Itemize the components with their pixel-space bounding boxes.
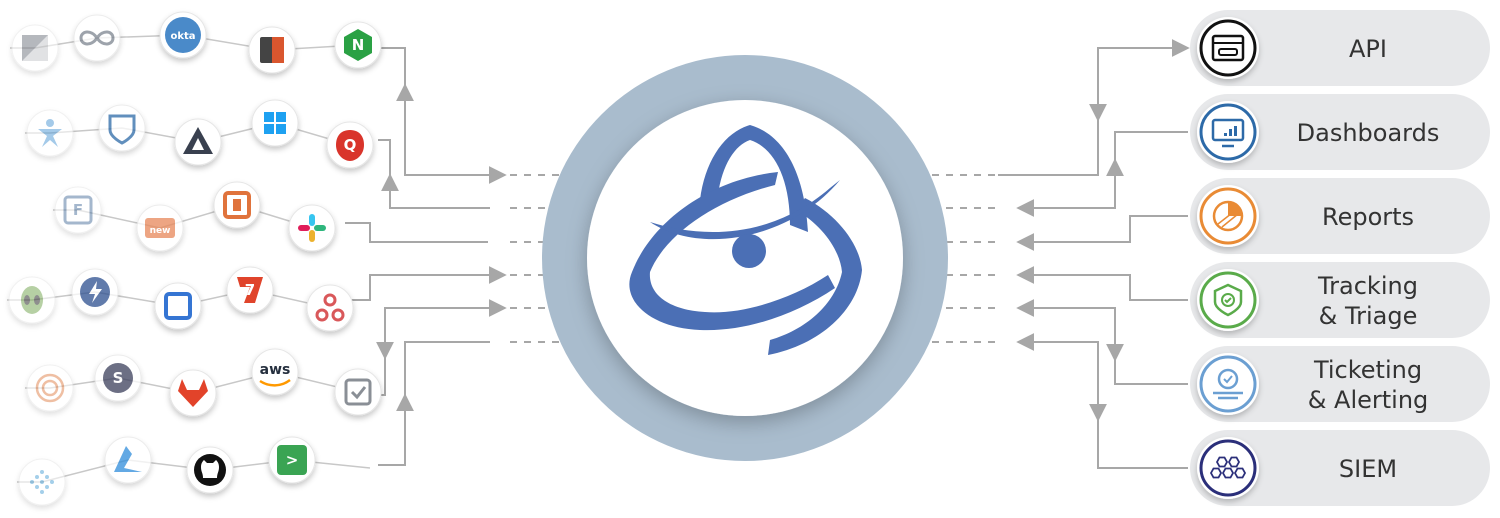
output-api-pill	[1190, 10, 1490, 86]
s-circle-icon: S	[94, 354, 142, 402]
github-icon	[186, 446, 234, 494]
aws-icon: aws	[251, 348, 299, 396]
output-dashboards-pill	[1190, 94, 1490, 170]
dots-diamond-icon	[18, 458, 66, 506]
lightning-bolt-icon	[71, 268, 119, 316]
output-ticketing-alerting-label-2: & Alerting	[1308, 386, 1429, 414]
qualys-icon-label: Q	[344, 136, 357, 154]
right-connector-5	[1016, 299, 1188, 385]
okta-icon: okta	[159, 11, 207, 59]
shield-app-icon	[98, 104, 146, 152]
output-api: API	[1190, 10, 1490, 86]
output-ticketing-alerting-pill	[1190, 346, 1490, 422]
ticket-check-icon	[1197, 353, 1259, 415]
slack-icon	[288, 204, 336, 252]
hexagon-cluster-icon	[1197, 437, 1259, 499]
right-connector-2	[1016, 131, 1188, 217]
left-connector-3	[345, 222, 488, 243]
infinity-loop-icon	[73, 14, 121, 62]
output-siem-label-1: SIEM	[1339, 455, 1397, 483]
servicenow-new-icon-label: new	[150, 226, 171, 236]
webhook-icon-badge	[306, 284, 354, 332]
atom-core	[732, 234, 766, 268]
right-connector-3	[1016, 215, 1188, 251]
checkbox-icon-badge	[334, 368, 382, 416]
pie-chart-icon	[1197, 185, 1259, 247]
output-siem: SIEM	[1190, 430, 1490, 506]
spiral-icon	[26, 364, 74, 412]
seven-app-icon: 7	[226, 266, 274, 314]
output-ticketing-alerting-label-1: Ticketing	[1313, 356, 1422, 384]
output-tracking-triage-label-2: & Triage	[1319, 302, 1418, 330]
output-siem-pill	[1190, 430, 1490, 506]
webhook-icon	[306, 284, 354, 332]
spiral-icon-badge	[26, 364, 74, 412]
output-reports-pill	[1190, 178, 1490, 254]
azure-icon	[104, 436, 152, 484]
output-ticketing-alerting: Ticketing& Alerting	[1190, 346, 1490, 422]
aws-icon-label: aws	[260, 362, 291, 378]
right-connector-6	[1016, 333, 1188, 469]
bracket-app-icon	[213, 181, 261, 229]
api-browser-icon	[1197, 17, 1259, 79]
output-tracking-triage-label-1: Tracking	[1317, 272, 1418, 300]
atlas-triangle-icon	[174, 118, 222, 166]
nginx-icon-label: N	[352, 36, 365, 54]
servicenow-new-icon: new	[136, 204, 184, 252]
output-tracking-triage-pill	[1190, 262, 1490, 338]
door-app-icon	[248, 26, 296, 74]
alien-head-icon	[8, 276, 56, 324]
fluent-f-icon-label: F	[73, 201, 83, 219]
windows-icon	[251, 99, 299, 147]
terminal-icon: >	[268, 436, 316, 484]
nginx-icon: N	[334, 21, 382, 69]
arrow-app-icon	[11, 24, 59, 72]
gitlab-icon	[169, 369, 217, 417]
right-connector-4	[1016, 266, 1188, 301]
output-tracking-triage: Tracking& Triage	[1190, 262, 1490, 338]
person-star-icon	[26, 109, 74, 157]
monitor-chart-icon	[1197, 101, 1259, 163]
okta-icon-label: okta	[170, 31, 195, 42]
s-circle-icon-label: S	[113, 369, 124, 387]
shield-check-icon	[1197, 269, 1259, 331]
left-connector-1	[378, 47, 507, 184]
output-dashboards: Dashboards	[1190, 94, 1490, 170]
output-reports-label-1: Reports	[1322, 203, 1414, 231]
terminal-icon-label: >	[286, 451, 299, 469]
checkbox-icon	[334, 368, 382, 416]
output-dashboards-label-1: Dashboards	[1297, 119, 1440, 147]
fluent-f-icon: F	[54, 186, 102, 234]
seven-app-icon-label: 7	[245, 281, 255, 299]
slack-icon-badge	[288, 204, 336, 252]
windows-icon-badge	[251, 99, 299, 147]
triskelion-atom-logo	[629, 125, 862, 355]
output-api-label-1: API	[1349, 35, 1387, 63]
center-hub	[542, 55, 948, 461]
left-connector-5	[378, 299, 507, 396]
square-frame-icon	[154, 282, 202, 330]
output-reports: Reports	[1190, 178, 1490, 254]
left-connector-4	[345, 266, 507, 301]
left-connector-6	[378, 341, 490, 466]
right-connector-1	[998, 39, 1190, 176]
square-frame-icon-badge	[154, 282, 202, 330]
qualys-icon: Q	[326, 121, 374, 169]
